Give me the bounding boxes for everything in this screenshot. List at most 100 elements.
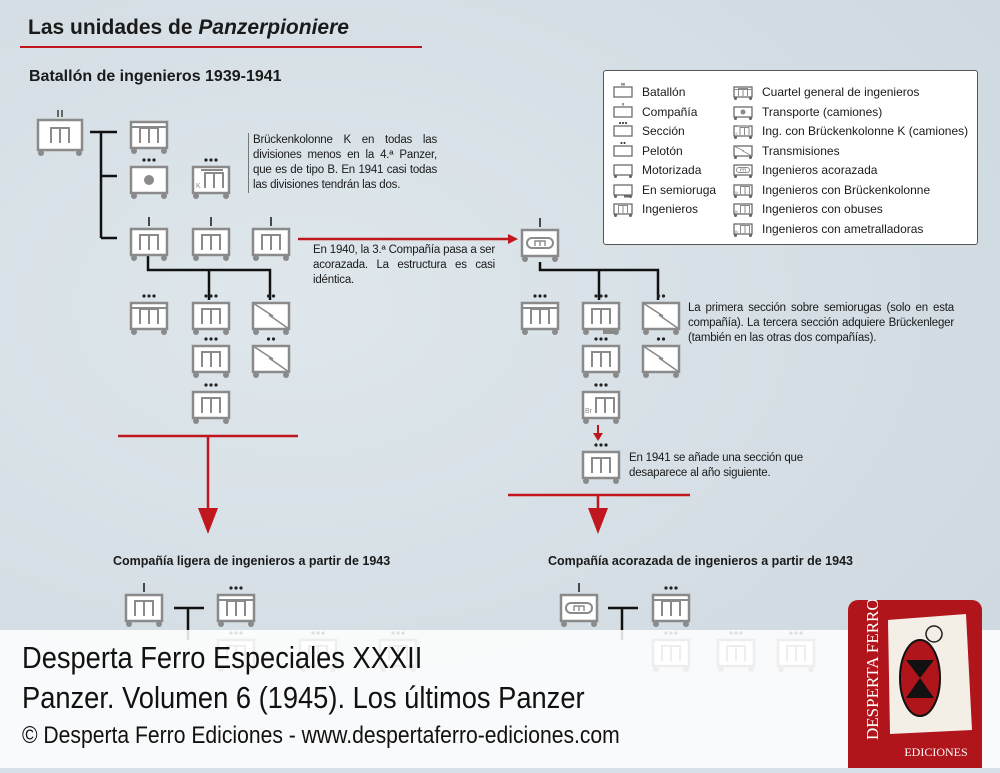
halftrack-track: [624, 195, 631, 197]
unit-symbol-transport: [129, 158, 169, 199]
wheel-icon: [629, 175, 632, 178]
section-echelon-dot: [214, 337, 218, 341]
section-echelon-dot: [204, 337, 208, 341]
arrow-head: [593, 433, 603, 441]
unit-symbol-signals: [641, 337, 681, 378]
wheel-icon: [156, 621, 162, 627]
legend-frame: [733, 203, 753, 215]
section-echelon-dot: [538, 294, 542, 298]
section-echelon-dot: [209, 383, 213, 387]
platoon-echelon-dot: [656, 337, 661, 341]
unit-symbol-engineers: [191, 294, 231, 335]
wheel-icon: [749, 116, 752, 120]
wheel-icon: [591, 621, 597, 627]
section-echelon-dot: [599, 443, 603, 447]
wheel-icon: [749, 175, 752, 178]
section-echelon-dot: [147, 158, 151, 162]
connector-line: [538, 262, 660, 300]
section-echelon-dot: [214, 294, 218, 298]
unit-frame: [191, 390, 231, 420]
legend-item: Ingenieros acorazada: [732, 161, 877, 179]
bridge-layer-label: Br: [585, 408, 593, 415]
section-echelon-dot: [594, 337, 598, 341]
unit-symbol-hq: [216, 586, 256, 627]
legend-frame: [613, 86, 633, 98]
page-title: Las unidades de Panzerpioniere: [28, 16, 349, 40]
engineers-mark: [595, 397, 615, 413]
unit-symbol-signals: [251, 294, 291, 335]
legend-label: Ing. con Brückenkolonne K (camiones): [762, 124, 969, 138]
engineers-mg-icon: Br: [733, 222, 753, 237]
note-first-section: La primera sección sobre semiorugas (sol…: [688, 302, 954, 344]
echelon-dot: [620, 141, 623, 144]
section-echelon-dot: [674, 586, 678, 590]
unit-symbol-engineers: [191, 217, 231, 261]
lightning-mark: [733, 145, 753, 156]
wheel-icon: [161, 193, 167, 199]
engineers-mark: [740, 224, 750, 233]
engineers-mark: [201, 351, 221, 367]
engineers-mark: [591, 457, 611, 473]
legend-label: Cuartel general de ingenieros: [762, 85, 920, 99]
legend-item: Cuartel general de ingenieros: [732, 83, 919, 101]
wheel-icon: [734, 194, 737, 198]
wheel-icon: [629, 214, 632, 217]
engineers-icon: [613, 203, 633, 217]
legend-label: Ingenieros con Brückenkolonne: [762, 182, 931, 197]
wheel-icon: [193, 329, 199, 335]
unit-symbol-engineers: [124, 583, 164, 627]
wheel-icon: [734, 233, 737, 237]
legend-item: Batallón: [612, 83, 685, 101]
wheel-icon: [283, 329, 289, 335]
unit-symbol-engineers: [581, 443, 621, 484]
wheel-icon: [734, 214, 737, 217]
track-mark: [736, 167, 750, 173]
section-echelon-dot: [594, 383, 598, 387]
wheel-icon: [126, 621, 132, 627]
platoon-echelon-dot: [661, 337, 666, 341]
arrow-head: [198, 508, 218, 534]
wheel-icon: [131, 148, 137, 154]
wheel-icon: [161, 255, 167, 261]
wheel-icon: [253, 329, 259, 335]
title-prefix: Las unidades de: [28, 16, 199, 39]
wheel-icon: [76, 150, 82, 156]
echelon-mark: [621, 83, 625, 86]
section-echelon-dot: [594, 443, 598, 447]
section-echelon-dot: [604, 294, 608, 298]
unit-symbol-halftrack: [581, 294, 621, 335]
unit-symbol-engineers: [191, 337, 231, 378]
wheel-icon: [683, 621, 689, 627]
legend-frame: [733, 222, 753, 235]
legend-item: Transmisiones: [732, 142, 840, 160]
legend-item: Pelotón: [612, 141, 683, 160]
unit-frame: [124, 593, 164, 623]
section-echelon-dot: [204, 158, 208, 162]
wheel-icon: [161, 148, 167, 154]
legend-label: Pelotón: [642, 143, 683, 158]
section-echelon-dot: [599, 337, 603, 341]
section-echelon-dot: [599, 383, 603, 387]
echelon-dot: [622, 122, 624, 124]
bridge-layer-label: Br: [735, 210, 739, 214]
section-echelon-dot: [669, 586, 673, 590]
engineers-mark: [261, 234, 281, 250]
wheel-icon: [218, 621, 224, 627]
legend-item: Ingenieros: [612, 200, 698, 218]
arrow-head: [508, 234, 518, 244]
engineers-mark: [740, 185, 750, 194]
wheel-icon: [583, 329, 589, 335]
armored-company-title: Compañía acorazada de ingenieros a parti…: [548, 554, 853, 568]
section-echelon-dot: [209, 294, 213, 298]
lightning-mark: [252, 345, 290, 373]
platoon-echelon-dot: [266, 337, 271, 341]
legend-item: Compañía: [612, 102, 698, 121]
wheel-icon: [749, 194, 752, 198]
wheel-icon: [583, 418, 589, 424]
legend-label: Compañía: [642, 104, 698, 119]
section-icon: [613, 122, 633, 137]
wheel-icon: [522, 329, 528, 335]
platoon-echelon-dot: [656, 294, 661, 298]
